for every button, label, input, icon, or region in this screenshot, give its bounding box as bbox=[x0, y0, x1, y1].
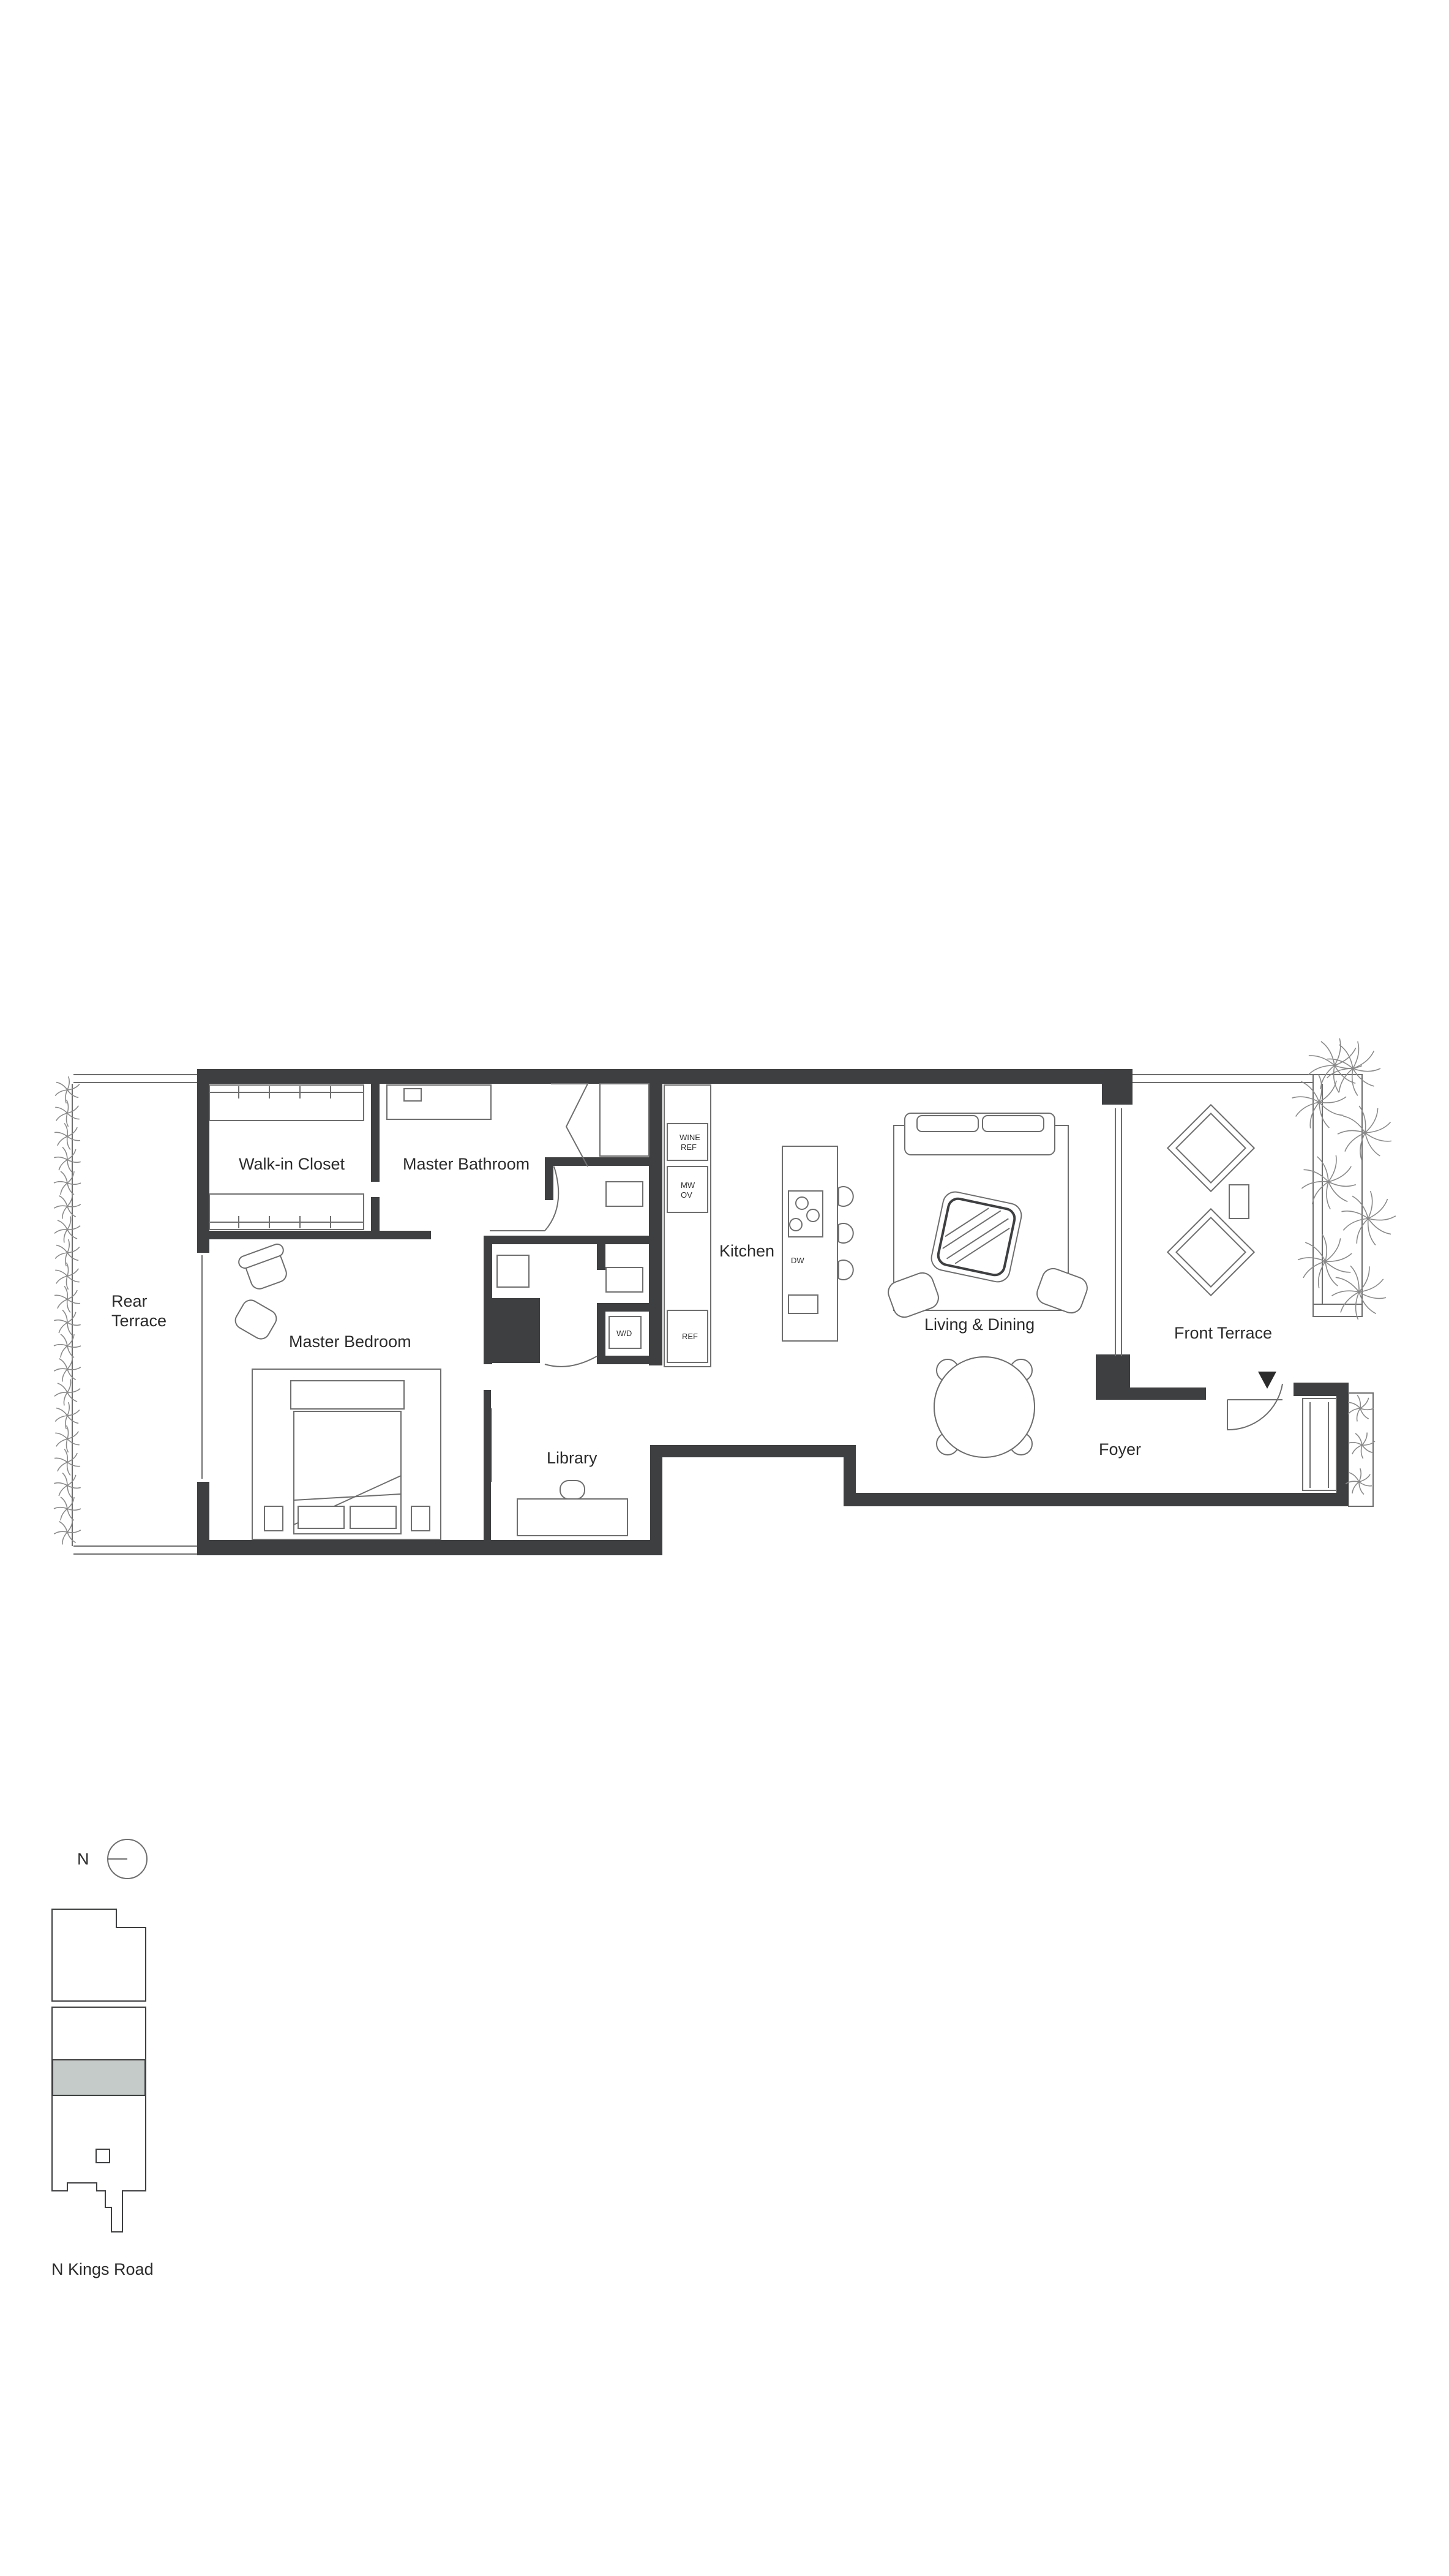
library-furniture bbox=[490, 1408, 628, 1536]
room-label-walk-in-closet: Walk-in Closet bbox=[239, 1155, 345, 1173]
room-label-master-bathroom: Master Bathroom bbox=[403, 1155, 530, 1173]
rear-terrace bbox=[72, 1074, 197, 1555]
room-label-front-terrace: Front Terrace bbox=[1174, 1324, 1272, 1342]
interior-walls bbox=[197, 1084, 662, 1540]
key-plan-building-lower bbox=[51, 2007, 146, 2232]
north-label: N bbox=[77, 1850, 89, 1868]
key-plan: N N Kings Road bbox=[51, 1839, 154, 2278]
room-label-foyer: Foyer bbox=[1099, 1440, 1141, 1459]
key-plan-building-upper bbox=[51, 1909, 146, 2002]
rear-terrace-planter bbox=[53, 1076, 81, 1545]
room-label-master-bedroom: Master Bedroom bbox=[289, 1332, 411, 1351]
master-bedroom-furniture bbox=[201, 1243, 441, 1540]
entry-planter bbox=[1345, 1395, 1376, 1495]
appliance-label-mw: MW bbox=[681, 1181, 695, 1190]
appliance-label-wine-ref-2: REF bbox=[681, 1143, 697, 1152]
key-plan-highlight-unit bbox=[52, 2059, 146, 2096]
front-terrace-planter bbox=[1292, 1038, 1396, 1320]
appliance-label-wine-ref: WINE bbox=[680, 1133, 700, 1142]
foyer-entry bbox=[1227, 1372, 1374, 1507]
appliance-label-ov: OV bbox=[681, 1190, 692, 1200]
room-label-living-dining: Living & Dining bbox=[924, 1315, 1035, 1334]
kitchen-cabinetry bbox=[664, 1084, 854, 1367]
appliance-label-wd: W/D bbox=[616, 1329, 632, 1338]
appliance-label-ref: REF bbox=[682, 1332, 698, 1341]
exterior-walls bbox=[197, 1069, 1349, 1555]
room-label-library: Library bbox=[547, 1449, 597, 1467]
entry-arrow-icon bbox=[1258, 1372, 1276, 1389]
master-bathroom-fixtures bbox=[386, 1083, 650, 1367]
living-dining-furniture bbox=[888, 1108, 1122, 1458]
appliance-label-dw: DW bbox=[791, 1256, 804, 1265]
front-terrace bbox=[1133, 1074, 1363, 1317]
north-arrow-icon bbox=[107, 1839, 148, 1879]
room-label-kitchen: Kitchen bbox=[719, 1242, 774, 1260]
room-label-rear-terrace-2: Terrace bbox=[111, 1312, 167, 1330]
street-label: N Kings Road bbox=[51, 2260, 154, 2278]
room-label-rear-terrace: Rear bbox=[111, 1292, 148, 1310]
walk-in-closet bbox=[209, 1084, 364, 1230]
